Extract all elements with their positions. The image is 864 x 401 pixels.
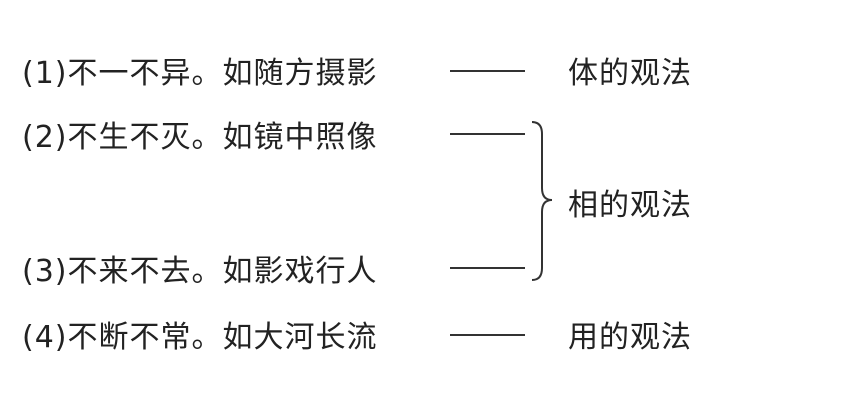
item-1: (1)不一不异。如随方摄影 <box>22 50 378 91</box>
item-4-label: 用的观法 <box>568 320 692 355</box>
right-brace-icon <box>531 121 553 281</box>
item-text: (2)不生不灭。如镜中照像 <box>22 120 378 155</box>
connector-line <box>450 334 525 336</box>
item-text: (4)不断不常。如大河长流 <box>22 320 378 355</box>
item-text: (1)不一不异。如随方摄影 <box>22 56 378 91</box>
item-4: (4)不断不常。如大河长流 <box>22 314 378 355</box>
connector-line <box>450 267 525 269</box>
connector-line <box>450 70 525 72</box>
item-2: (2)不生不灭。如镜中照像 <box>22 114 378 155</box>
item-text: (3)不来不去。如影戏行人 <box>22 254 378 289</box>
item-1-label: 体的观法 <box>568 56 692 91</box>
group-label: 相的观法 <box>568 188 692 223</box>
item-3: (3)不来不去。如影戏行人 <box>22 248 378 289</box>
connector-line <box>450 133 525 135</box>
